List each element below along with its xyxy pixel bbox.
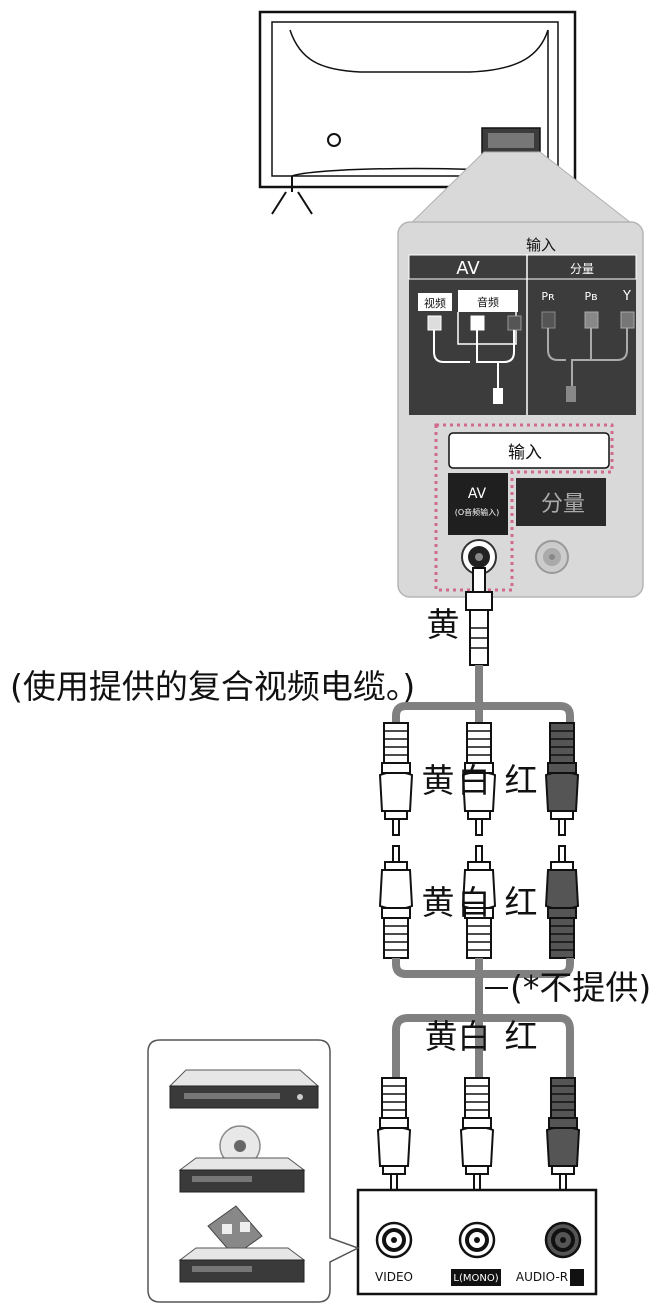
- pr-label: Pʀ: [541, 290, 555, 303]
- label-yellow-3: 黄: [425, 1017, 458, 1056]
- plug-row-3: [377, 1077, 580, 1191]
- supplied-cable-note: (使用提供的复合视频电缆。): [10, 667, 415, 706]
- label-red-1: 红: [505, 761, 538, 800]
- label-yellow-2: 黄: [422, 883, 455, 922]
- av-port-label: AV: [468, 486, 487, 502]
- not-supplied-note: (*不提供): [510, 968, 651, 1007]
- component-section-label: 分量: [570, 262, 594, 276]
- device-l-mono-label: L(MONO): [453, 1273, 498, 1284]
- label-white-3: 白: [458, 1017, 491, 1056]
- panel-title: 输入: [526, 236, 556, 254]
- device-video-label: VIDEO: [375, 1270, 413, 1284]
- device-av-panel: VIDEO L(MONO) AUDIO-R: [356, 1188, 598, 1296]
- label-white-1: 白: [458, 761, 491, 800]
- audio-jack-label: 音频: [477, 295, 499, 309]
- video-jack-label: 视频: [424, 296, 446, 310]
- pb-label: Pʙ: [584, 290, 597, 303]
- source-devices-callout: [147, 1039, 360, 1303]
- label-red-2: 红: [505, 883, 538, 922]
- label-white-2: 白: [458, 883, 491, 922]
- label-yellow-top: 黄: [427, 605, 460, 644]
- label-yellow-1: 黄: [422, 761, 455, 800]
- tv-back: [258, 10, 642, 231]
- label-red-3: 红: [505, 1017, 538, 1056]
- tv-input-panel: 输入 AV 分量 视频 音频 Pʀ Pʙ Y 输入 AV (: [397, 221, 644, 598]
- disc-player-icon: [178, 1125, 306, 1193]
- y-label: Y: [622, 289, 631, 304]
- composite-cable-top: 黄 (使用提供的复合视频电缆。): [10, 567, 493, 710]
- component-port-label: 分量: [541, 492, 585, 517]
- device-audio-r-label: AUDIO-R: [516, 1270, 568, 1284]
- tape-player-icon: [178, 1205, 306, 1283]
- av-port-sublabel: (O音频输入): [455, 507, 500, 517]
- dvd-player-icon: [168, 1069, 320, 1109]
- input-box-label: 输入: [508, 443, 542, 463]
- av-section-label: AV: [456, 258, 480, 279]
